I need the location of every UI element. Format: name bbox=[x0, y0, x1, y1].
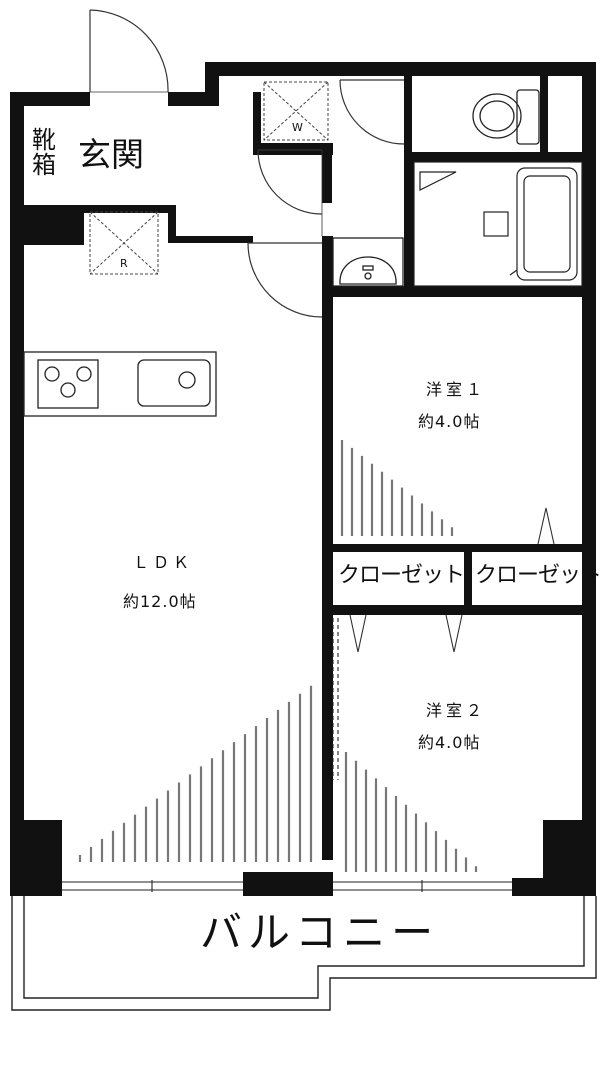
washer-marker: W bbox=[292, 121, 303, 134]
bathtub bbox=[413, 161, 583, 287]
room1-name: 洋室１ bbox=[426, 380, 487, 399]
closet1-label: クローゼット bbox=[338, 563, 465, 588]
toilet bbox=[472, 89, 540, 145]
ldk-size: 約12.0帖 bbox=[123, 592, 197, 611]
fridge-marker: R bbox=[120, 257, 128, 270]
ldk-name: ＬＤＫ bbox=[133, 553, 194, 572]
shoe-cabinet-line1: 靴 bbox=[32, 126, 56, 154]
washer-space bbox=[263, 81, 329, 141]
interior-walls bbox=[62, 76, 596, 860]
closet-door-marks bbox=[349, 507, 555, 653]
windows bbox=[62, 618, 512, 892]
fridge-space bbox=[89, 211, 159, 275]
genkan-label: 玄関 bbox=[78, 135, 144, 174]
room2-size: 約4.0帖 bbox=[418, 733, 481, 752]
shoe-cabinet-label: 靴 箱 bbox=[27, 126, 61, 180]
room2-name: 洋室２ bbox=[426, 701, 487, 720]
doors bbox=[89, 9, 405, 318]
balcony-outline bbox=[11, 896, 597, 1011]
shoe-cabinet-line2: 箱 bbox=[32, 151, 56, 180]
kitchen-counter bbox=[23, 351, 217, 417]
closet2-label: クローゼット bbox=[475, 563, 602, 588]
room1-size: 約4.0帖 bbox=[418, 412, 481, 431]
outer-walls bbox=[10, 62, 596, 896]
wash-basin bbox=[332, 237, 404, 287]
balcony-label: バルコニー bbox=[200, 908, 440, 957]
light-hatching bbox=[78, 440, 478, 872]
